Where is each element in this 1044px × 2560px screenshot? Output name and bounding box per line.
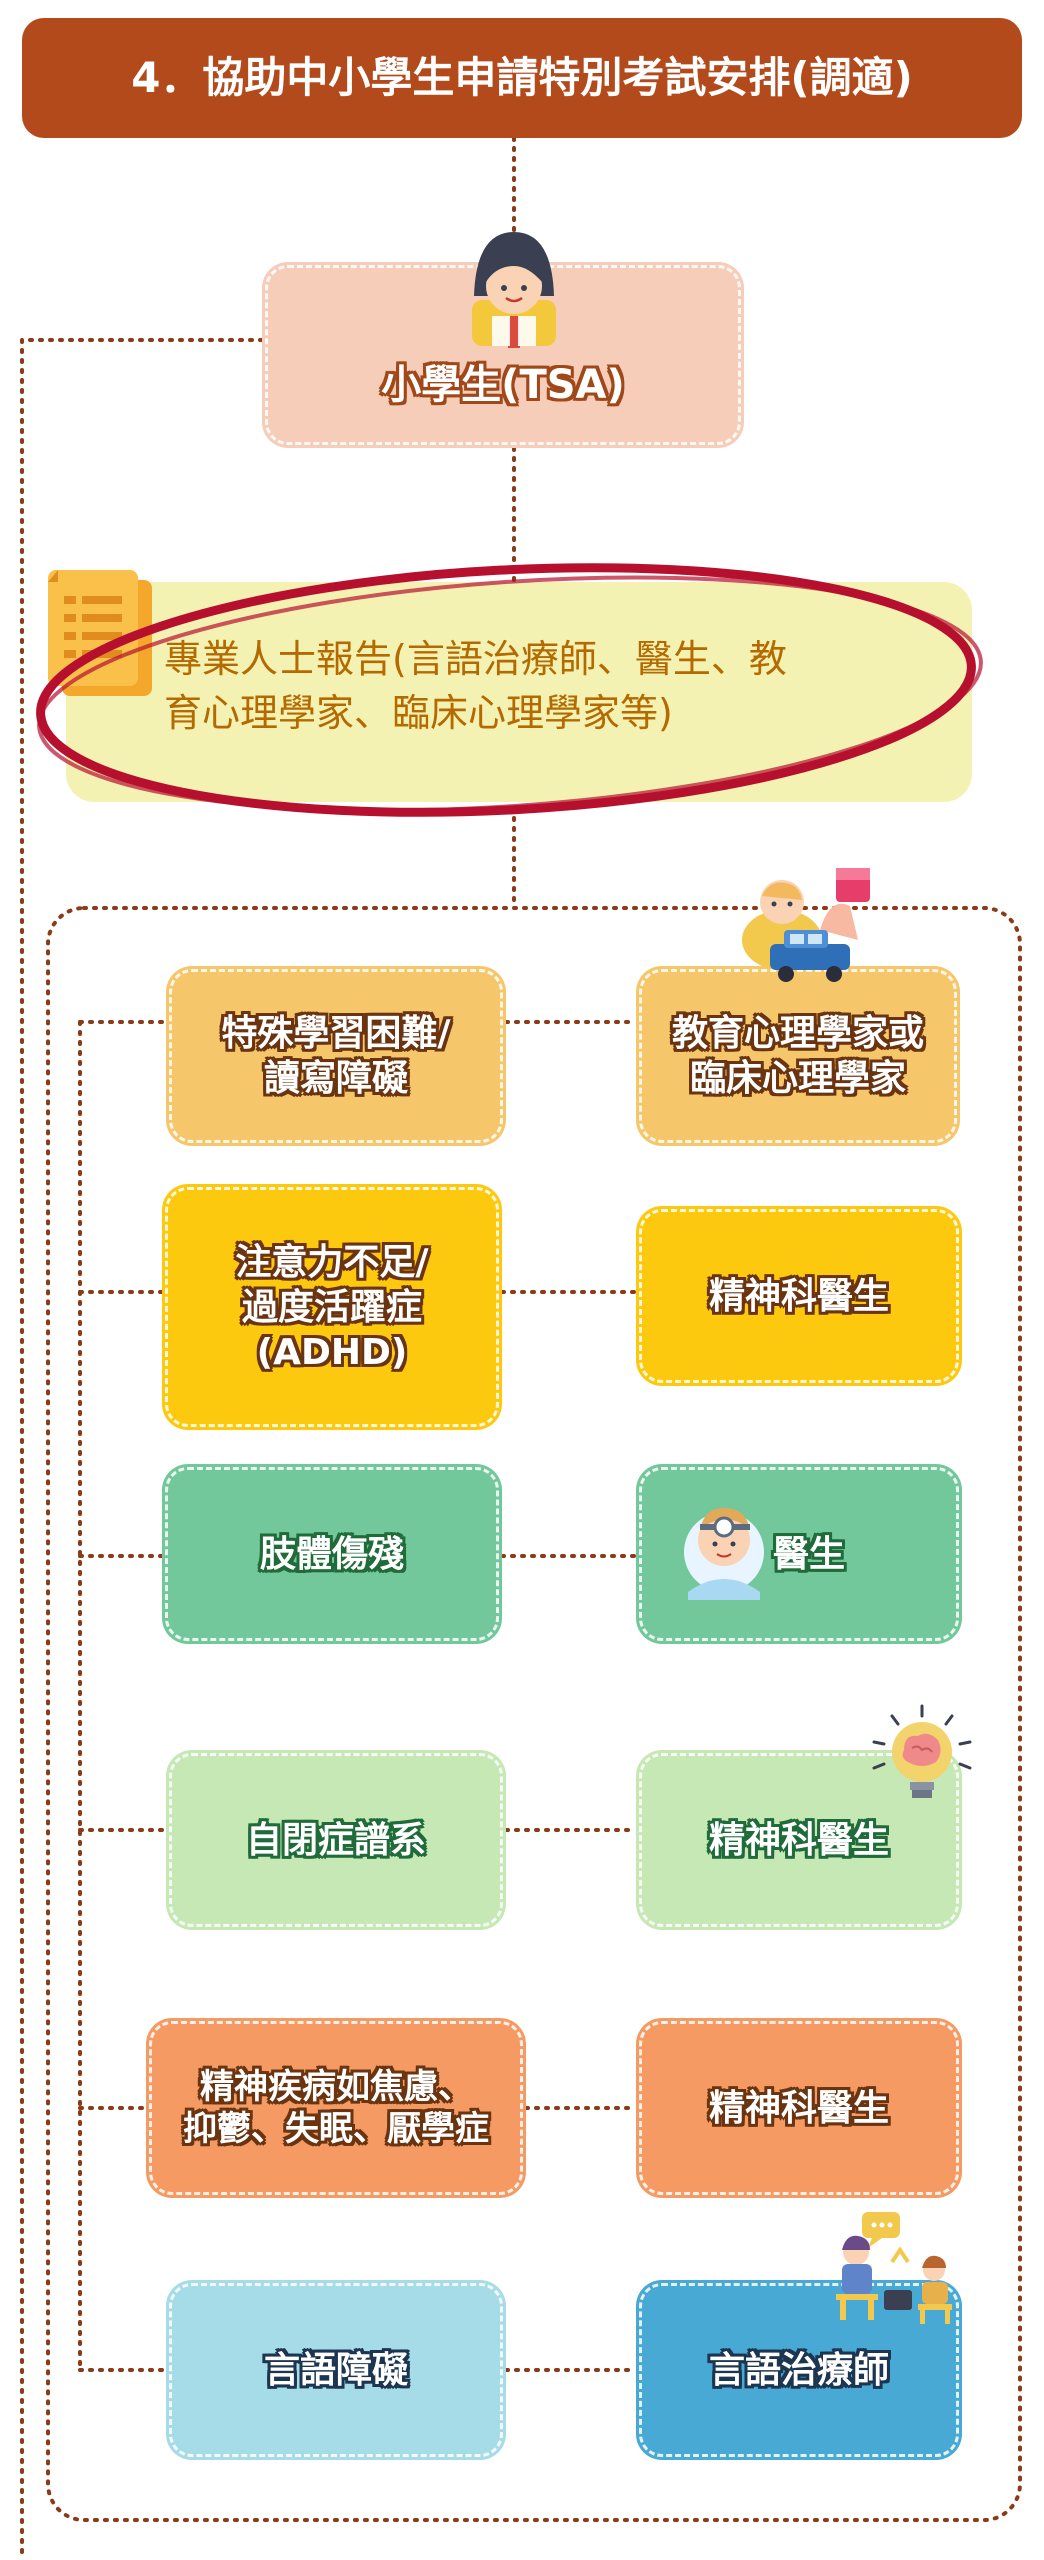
expert-box-psychiatrist-3: 精神科醫生: [636, 2018, 962, 2198]
expert-line: 精神科醫生: [708, 2087, 889, 2129]
expert-box-doctor: 醫生: [636, 1464, 962, 1644]
need-line: 自閉症譜系: [245, 1819, 426, 1861]
student-label: 小學生(TSA): [381, 362, 625, 408]
need-box-speech: 言語障礙: [166, 2280, 506, 2460]
report-line-2: 育心理學家、臨床心理學家等): [164, 691, 673, 735]
need-line: (ADHD): [256, 1331, 408, 1373]
need-line: 肢體傷殘: [259, 1533, 404, 1575]
expert-box-psychiatrist-1: 精神科醫生: [636, 1206, 962, 1386]
need-line: 過度活躍症: [241, 1286, 422, 1328]
expert-box-psychiatrist-2: 精神科醫生: [636, 1750, 962, 1930]
report-text: 專業人士報告(言語治療師、醫生、教 育心理學家、臨床心理學家等): [164, 632, 944, 740]
page-title: 4．協助中小學生申請特別考試安排(調適): [131, 52, 913, 102]
expert-box-speech-therapist: 言語治療師: [636, 2280, 962, 2460]
connector-left-outer: [20, 338, 264, 2560]
need-box-adhd: 注意力不足/ 過度活躍症 (ADHD): [162, 1184, 502, 1430]
title-banner: 4．協助中小學生申請特別考試安排(調適): [22, 18, 1022, 138]
expert-box-psychologist: 教育心理學家或 臨床心理學家: [636, 966, 960, 1146]
need-line: 讀寫障礙: [263, 1058, 408, 1099]
expert-line: 精神科醫生: [708, 1819, 889, 1861]
need-line: 注意力不足/: [235, 1241, 429, 1283]
need-line: 精神疾病如焦慮、: [200, 2066, 472, 2107]
need-line: 抑鬱、失眠、厭學症: [183, 2109, 489, 2149]
student-box: 小學生(TSA): [262, 262, 744, 448]
need-box-autism: 自閉症譜系: [166, 1750, 506, 1930]
expert-line: 言語治療師: [708, 2349, 889, 2391]
need-line: 特殊學習困難/: [221, 1013, 451, 1054]
expert-line: 精神科醫生: [708, 1275, 889, 1317]
need-box-mental: 精神疾病如焦慮、 抑鬱、失眠、厭學症: [146, 2018, 526, 2198]
expert-line: 教育心理學家或: [671, 1013, 924, 1054]
need-box-sld: 特殊學習困難/ 讀寫障礙: [166, 966, 506, 1146]
group-frame: [46, 906, 1022, 2522]
expert-line: 醫生: [772, 1533, 845, 1575]
report-line-1: 專業人士報告(言語治療師、醫生、教: [164, 637, 787, 681]
expert-line: 臨床心理學家: [689, 1058, 906, 1099]
need-line: 言語障礙: [263, 2349, 408, 2391]
need-box-physical: 肢體傷殘: [162, 1464, 502, 1644]
